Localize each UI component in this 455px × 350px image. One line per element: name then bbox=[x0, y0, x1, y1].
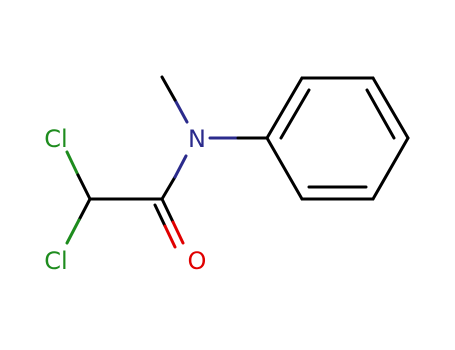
ring-double-inner-1 bbox=[279, 88, 311, 140]
ring-bond-3 bbox=[371, 76, 410, 140]
bonds bbox=[65, 75, 410, 249]
bond-cl-top-to-ch-b bbox=[76, 173, 92, 201]
atom-label-cl-bottom: Cl bbox=[44, 247, 67, 275]
bond-n-to-methyl-b bbox=[160, 75, 177, 102]
ring-bond-1 bbox=[265, 76, 304, 140]
bond-carbonyl-to-o-b2 bbox=[163, 224, 177, 249]
ring-double-inner-2 bbox=[365, 88, 396, 140]
ring-bond-6 bbox=[265, 136, 304, 201]
bond-cl-top-to-ch bbox=[65, 150, 80, 177]
atom-label-o: O bbox=[188, 247, 207, 275]
atom-label-n: N bbox=[188, 125, 206, 153]
bond-carbonyl-to-o-a bbox=[160, 197, 175, 224]
bond-carbonyl-to-n-b bbox=[173, 154, 188, 179]
bond-carbonyl-to-o-b bbox=[153, 203, 167, 228]
ring-bond-4 bbox=[371, 136, 410, 201]
atom-label-cl-top: Cl bbox=[44, 125, 67, 153]
bond-ch-to-cl-bottom bbox=[77, 197, 92, 222]
bond-carbonyl-to-n bbox=[160, 175, 177, 201]
atom-labels: Cl Cl N O bbox=[44, 125, 206, 275]
bond-carbonyl-to-o-a2 bbox=[171, 220, 185, 245]
bond-ch-to-cl-bottom-b bbox=[65, 218, 81, 245]
bond-n-to-methyl bbox=[173, 98, 189, 124]
